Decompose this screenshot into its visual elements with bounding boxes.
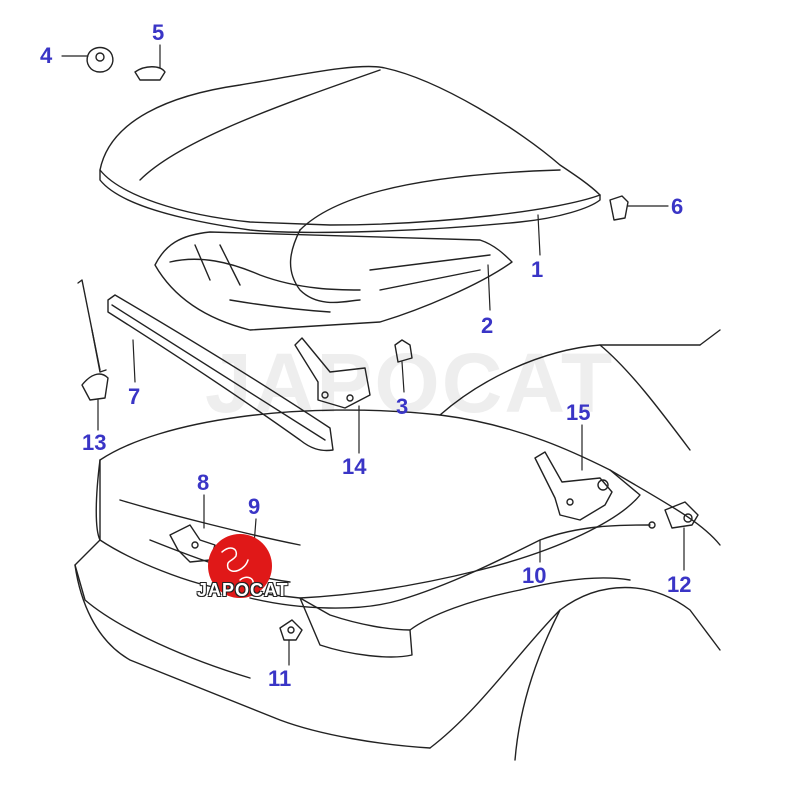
hood-bumper-part-6 (609, 195, 629, 221)
callout-14: 14 (342, 454, 367, 479)
japocat-logo (208, 534, 272, 598)
leader-1 (537, 214, 541, 256)
callout-2: 2 (481, 313, 494, 338)
leader-3 (401, 361, 405, 393)
callout-3: 3 (396, 394, 409, 419)
callout-4: 4 (40, 43, 53, 68)
callout-8: 8 (197, 470, 210, 495)
hood-seal-strip (107, 294, 334, 452)
clip-part-5 (134, 66, 166, 81)
callout-7: 7 (128, 384, 141, 409)
hood-hinge-right (534, 451, 613, 521)
callout-1: 1 (531, 257, 544, 282)
hood-release-cable (249, 521, 656, 609)
callout-5: 5 (152, 20, 165, 45)
hood-inner-frame (154, 231, 513, 331)
callout-13: 13 (82, 430, 107, 455)
clip-part-3 (394, 339, 413, 363)
leader-2 (487, 264, 491, 311)
car-body (74, 329, 721, 761)
callout-6: 6 (671, 194, 684, 219)
hood-hinge-left (294, 337, 371, 409)
logo-text: JAPOCAT (197, 580, 289, 600)
callout-12: 12 (667, 572, 692, 597)
grommet-part-4 (86, 46, 114, 73)
watermark: JAPOCAT (205, 336, 615, 430)
hood-support-rod (77, 279, 109, 401)
callout-11: 11 (268, 666, 292, 691)
callout-10: 10 (522, 563, 547, 588)
callout-15: 15 (566, 400, 591, 425)
leader-7 (132, 339, 136, 383)
catch-part-11 (279, 619, 303, 641)
release-lever (664, 501, 699, 529)
hood-panel (99, 65, 601, 304)
callout-9: 9 (248, 494, 261, 519)
leader-lines (61, 44, 685, 666)
